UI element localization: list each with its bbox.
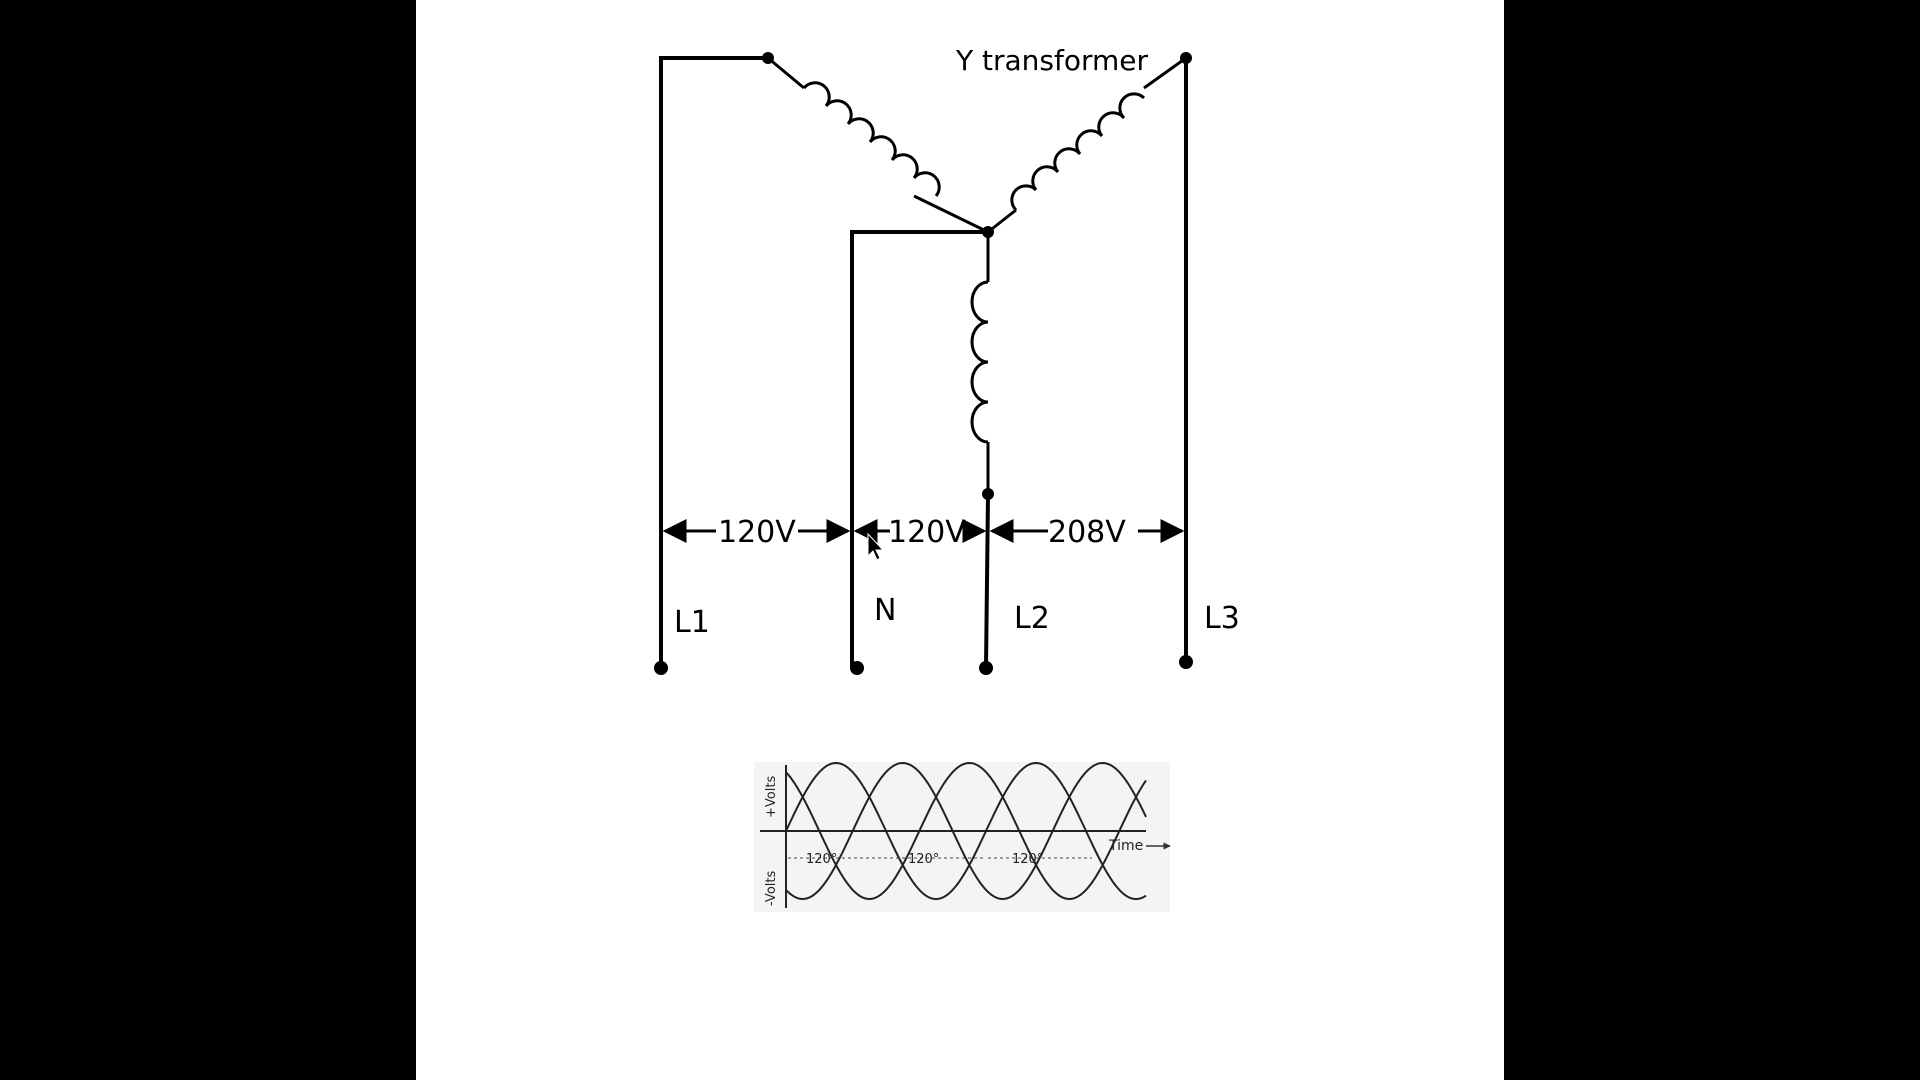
terminal-label-n: N bbox=[874, 593, 896, 628]
l3-terminal bbox=[1179, 655, 1193, 669]
voltage-l2-l3: 208V bbox=[1048, 515, 1126, 550]
bottom-coil bbox=[970, 232, 990, 494]
l2-terminal bbox=[979, 661, 993, 675]
phase-wave-2 bbox=[785, 761, 1147, 901]
phase-span-3-label: 120° bbox=[1012, 852, 1043, 867]
l1-wire bbox=[659, 56, 768, 668]
waveform-time-label: Time bbox=[1108, 838, 1143, 854]
l2-wire bbox=[984, 493, 990, 669]
terminal-label-l2: L2 bbox=[1014, 601, 1050, 636]
phase-wave-1 bbox=[785, 761, 1147, 901]
y-transformer-diagram: Y transformer bbox=[654, 44, 1240, 912]
l1-terminal bbox=[654, 661, 668, 675]
waveform-background bbox=[754, 762, 1170, 912]
waveform-chart: +Volts -Volts Time 120° 120° 120° bbox=[754, 761, 1171, 912]
slide: Y transformer bbox=[416, 0, 1504, 1080]
n-terminal bbox=[850, 661, 864, 675]
voltage-l1-n: 120V bbox=[718, 515, 796, 550]
terminal-label-l3: L3 bbox=[1204, 601, 1240, 636]
mouse-cursor-icon bbox=[867, 532, 885, 561]
left-coil bbox=[767, 56, 989, 234]
phase-span-2-label: 120° bbox=[908, 852, 939, 867]
phase-span-1-label: 120° bbox=[806, 852, 837, 867]
diagram-title: Y transformer bbox=[955, 44, 1148, 77]
voltage-n-l2: 120V bbox=[888, 515, 966, 550]
right-coil bbox=[987, 56, 1187, 234]
phase-wave-3 bbox=[785, 761, 1147, 901]
terminal-label-l1: L1 bbox=[674, 605, 710, 640]
neutral-wire bbox=[850, 230, 988, 668]
waveform-y-pos-label: +Volts bbox=[764, 776, 779, 818]
waveform-y-neg-label: -Volts bbox=[764, 871, 779, 906]
